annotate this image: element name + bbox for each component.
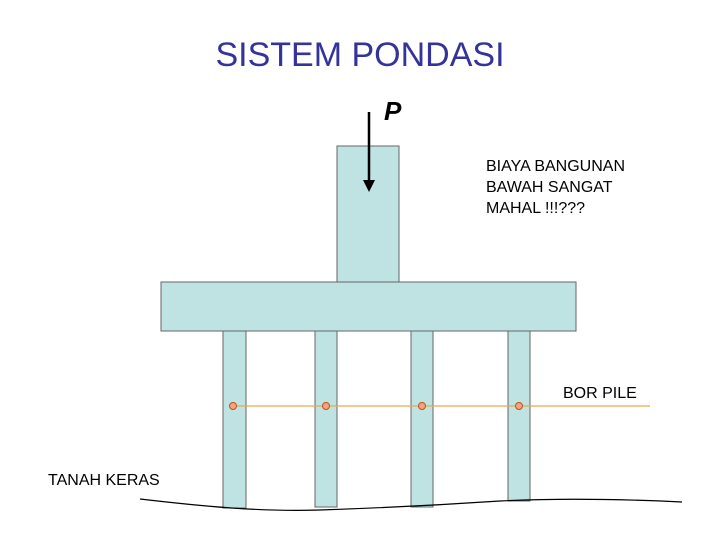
pile-marker	[515, 402, 523, 410]
load-label: P	[384, 96, 402, 126]
cost-note-line: BIAYA BANGUNAN	[486, 158, 625, 175]
pile-1	[222, 330, 247, 509]
bor-pile-label: BOR PILE	[563, 385, 637, 402]
pile-4	[507, 330, 531, 502]
hard-soil-line	[139, 498, 683, 511]
pile-marker	[322, 402, 330, 410]
cost-note-line: BAWAH SANGAT	[486, 179, 613, 196]
pile-marker	[418, 402, 426, 410]
pile-3	[410, 330, 434, 508]
load-arrowhead	[363, 180, 375, 192]
cost-note-line: MAHAL !!!???	[486, 200, 586, 217]
pile-marker	[229, 402, 237, 410]
pile-cap	[160, 281, 577, 332]
cost-note: BIAYA BANGUNAN BAWAH SANGAT MAHAL !!!???	[486, 156, 625, 219]
hard-soil-label: TANAH KERAS	[48, 472, 160, 489]
pile-2	[314, 330, 338, 508]
page-title: SISTEM PONDASI	[215, 36, 505, 74]
